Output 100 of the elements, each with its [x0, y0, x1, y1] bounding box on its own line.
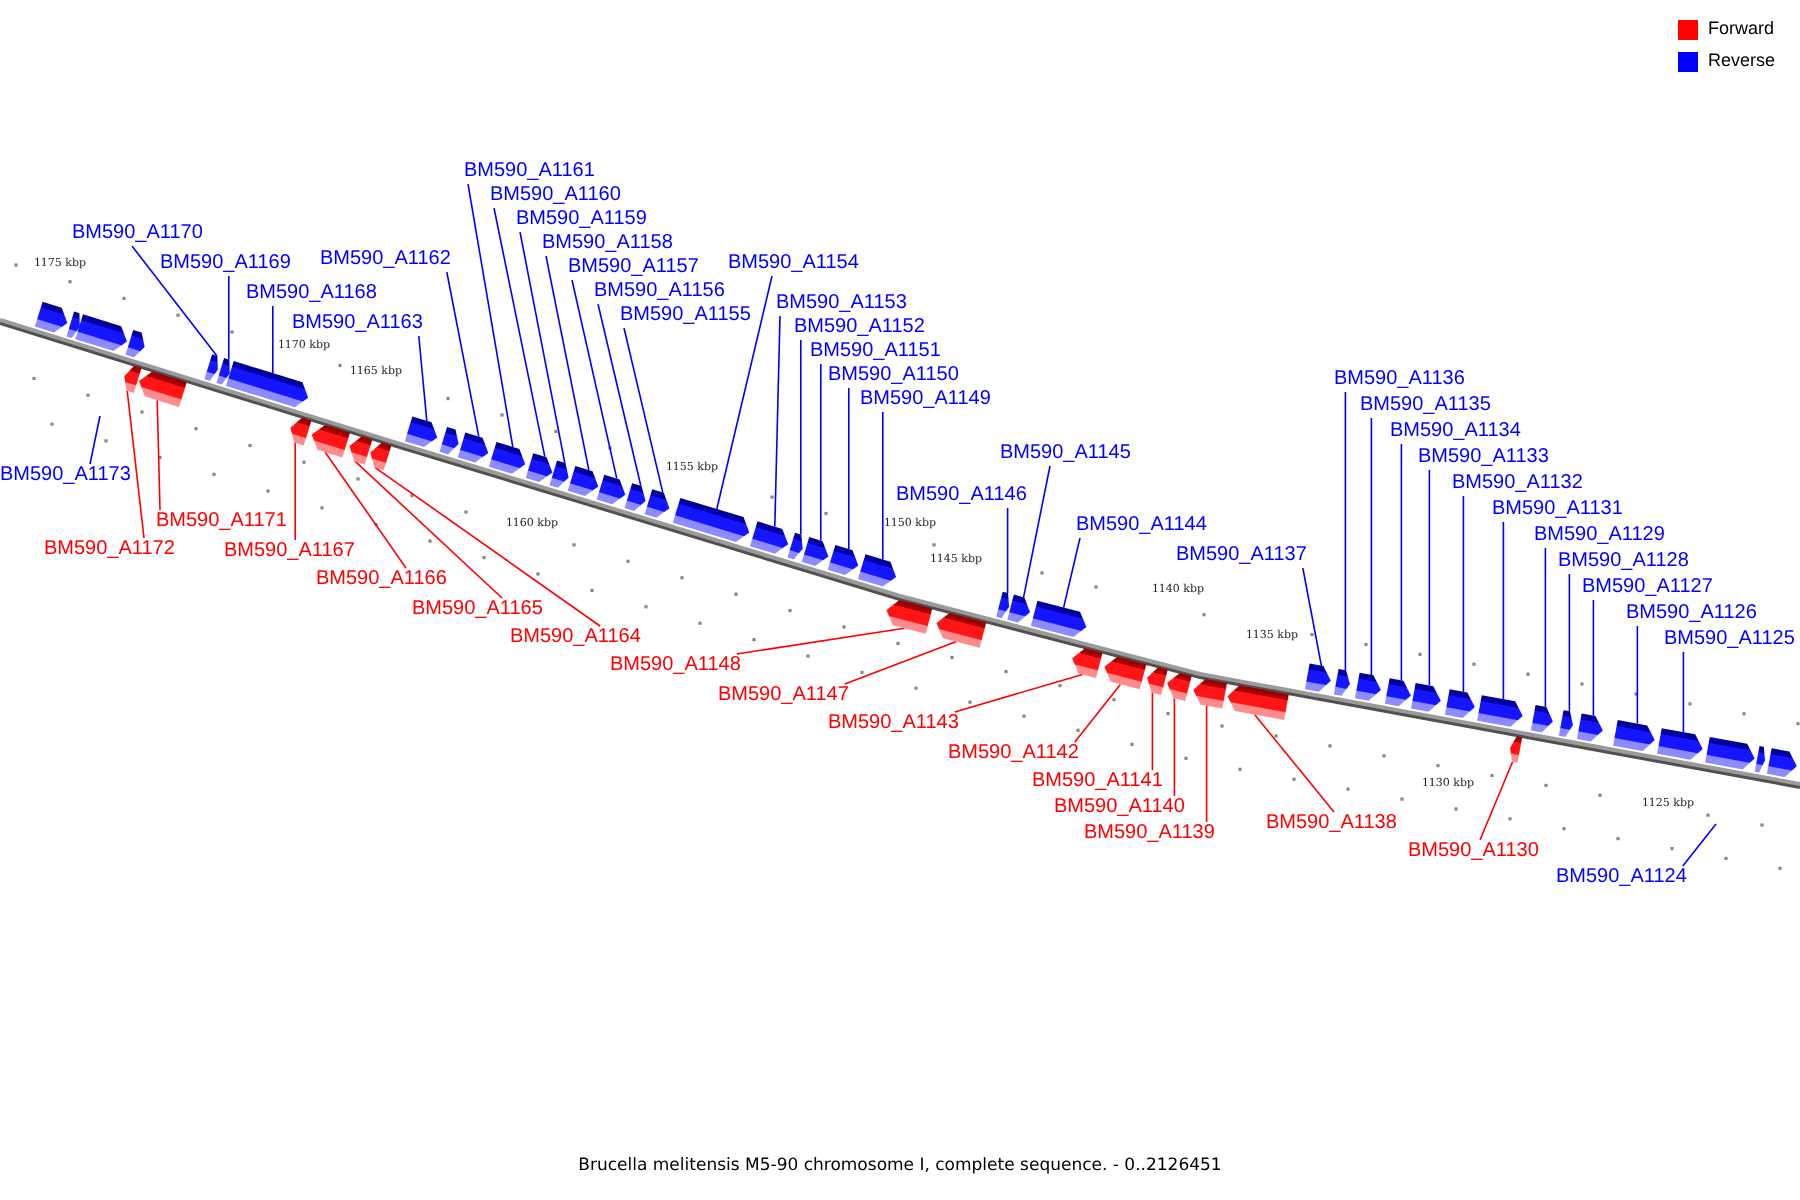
- gene-block: [1410, 683, 1441, 712]
- gene-label: BM590_A1133: [1418, 446, 1549, 470]
- gene-label: BM590_A1145: [1000, 442, 1131, 466]
- gene-block: [996, 591, 1010, 619]
- leader-line: [1568, 573, 1571, 712]
- gene-label: BM590_A1126: [1626, 602, 1757, 626]
- leader-line: [1479, 761, 1514, 841]
- gene-label: BM590_A1159: [516, 208, 647, 232]
- gene-label: BM590_A1135: [1360, 394, 1491, 418]
- gene-label: BM590_A1157: [568, 256, 699, 280]
- gene-block: [1530, 705, 1553, 733]
- gene-label: BM590_A1160: [490, 184, 621, 208]
- gene-label: BM590_A1139: [1084, 822, 1215, 846]
- gene-label: BM590_A1167: [224, 540, 355, 564]
- gene-block: [549, 460, 569, 488]
- leader-line: [1462, 495, 1465, 693]
- gene-label: BM590_A1169: [160, 252, 291, 276]
- gene-label: BM590_A1147: [718, 684, 849, 708]
- leader-line: [597, 303, 642, 487]
- gene-label: BM590_A1143: [828, 712, 959, 736]
- gene-label: BM590_A1144: [1076, 514, 1207, 538]
- gene-block: [1193, 679, 1227, 709]
- gene-block: [1576, 713, 1603, 742]
- gene-label: BM590_A1137: [1176, 544, 1307, 568]
- gene-label: BM590_A1166: [316, 568, 447, 592]
- leader-line: [446, 271, 480, 438]
- gene-label: BM590_A1165: [412, 598, 543, 622]
- gene-label: BM590_A1141: [1032, 770, 1163, 794]
- gene-block: [596, 474, 626, 505]
- leader-line: [1636, 625, 1639, 725]
- leader-line: [716, 275, 773, 510]
- leader-line: [1253, 713, 1335, 813]
- leader-line: [882, 411, 884, 561]
- gene-block: [801, 537, 829, 566]
- leader-line: [954, 673, 1084, 713]
- gene-label: BM590_A1161: [464, 160, 595, 184]
- gene-label: BM590_A1151: [810, 340, 941, 364]
- gene-label: BM590_A1148: [610, 654, 741, 678]
- gene-block: [624, 483, 646, 511]
- gene-label: BM590_A1155: [620, 304, 751, 328]
- gene-block: [488, 441, 526, 474]
- gene-label: BM590_A1152: [794, 316, 925, 340]
- gene-block: [125, 329, 145, 358]
- leader-line: [467, 183, 514, 448]
- leader-line: [131, 245, 218, 357]
- leader-line: [1370, 417, 1373, 676]
- leader-line: [1062, 537, 1081, 609]
- leader-line: [1205, 705, 1208, 823]
- gene-label: BM590_A1128: [1558, 550, 1689, 574]
- gene-block: [1510, 736, 1523, 763]
- leader-line: [1428, 469, 1431, 687]
- gene-label: BM590_A1149: [860, 388, 991, 412]
- gene-label: BM590_A1164: [510, 626, 641, 650]
- leader-line: [623, 327, 664, 494]
- gene-block: [439, 426, 459, 455]
- gene-label: BM590_A1125: [1664, 628, 1795, 652]
- gene-block: [672, 497, 750, 542]
- leader-line: [272, 305, 274, 374]
- gene-block: [404, 416, 438, 448]
- gene-label: BM590_A1136: [1334, 368, 1465, 392]
- gene-block: [1613, 720, 1655, 752]
- gene-block: [1072, 648, 1103, 678]
- gene-block: [857, 554, 897, 587]
- leader-line: [374, 466, 601, 627]
- gene-label: BM590_A1154: [728, 252, 859, 276]
- gene-label: BM590_A1138: [1266, 812, 1397, 836]
- gene-block: [1444, 689, 1475, 719]
- leader-line: [774, 315, 781, 528]
- gene-label: BM590_A1131: [1492, 498, 1623, 522]
- gene-label: BM590_A1129: [1534, 524, 1665, 548]
- leader-line: [324, 451, 407, 569]
- leader-line: [545, 255, 590, 471]
- leader-line: [354, 460, 503, 599]
- gene-label: BM590_A1170: [72, 222, 203, 246]
- leader-line: [89, 415, 101, 465]
- leader-line: [1173, 697, 1176, 797]
- leader-line: [1151, 691, 1154, 771]
- leader-line: [736, 627, 906, 655]
- leader-line: [228, 275, 230, 361]
- gene-label: BM590_A1150: [828, 364, 959, 388]
- gene-label: BM590_A1132: [1452, 472, 1583, 496]
- leader-line: [1682, 651, 1685, 733]
- leader-line: [418, 335, 428, 422]
- leader-line: [1400, 443, 1403, 682]
- gene-label: BM590_A1168: [246, 282, 377, 306]
- gene-block: [1007, 594, 1030, 623]
- leader-line: [1682, 823, 1717, 867]
- gene-block: [1167, 672, 1192, 702]
- gene-block: [936, 613, 987, 648]
- gene-block: [1657, 728, 1703, 760]
- leader-line: [1074, 683, 1122, 743]
- gene-block: [1558, 710, 1573, 737]
- gene-label: BM590_A1130: [1408, 840, 1539, 864]
- gene-block: [886, 599, 933, 634]
- legend-label: Reverse: [1708, 50, 1776, 72]
- gene-label: BM590_A1173: [0, 464, 131, 488]
- gene-label: BM590_A1162: [320, 248, 451, 272]
- leader-line: [493, 207, 546, 458]
- gene-block: [1304, 663, 1331, 692]
- gene-block: [124, 365, 142, 393]
